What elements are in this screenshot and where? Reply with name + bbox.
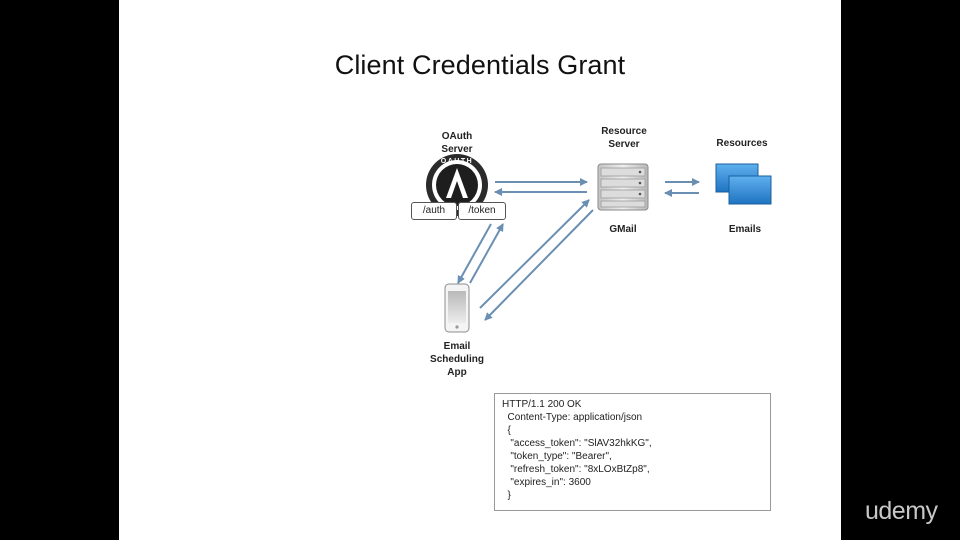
response-line: "refresh_token": "8xLOxBtZp8", xyxy=(502,464,650,475)
response-line: HTTP/1.1 200 OK xyxy=(502,399,582,410)
token-response-box: HTTP/1.1 200 OK Content-Type: applicatio… xyxy=(494,393,771,511)
oauth-server-label: OAuth Server xyxy=(441,131,473,155)
oauth-logo-icon: OAUTH xyxy=(426,154,488,216)
response-line: "access_token": "SlAV32hkKG", xyxy=(502,438,652,449)
auth-endpoint: /auth xyxy=(411,202,457,220)
arrow-resource-to-app xyxy=(484,209,594,321)
documents-icon xyxy=(715,163,772,205)
arrow-app-to-oauth xyxy=(469,223,504,284)
response-line: { xyxy=(502,425,511,436)
client-app-label: Email Scheduling App xyxy=(430,341,484,378)
server-rack-icon xyxy=(597,163,649,211)
watermark-logo: udemy xyxy=(865,497,938,525)
token-endpoint: /token xyxy=(458,202,506,220)
response-line: } xyxy=(502,490,511,501)
flow-arrows xyxy=(457,178,700,321)
resources-label: Resources xyxy=(716,138,768,149)
response-line: "expires_in": 3600 xyxy=(502,477,591,488)
arrow-app-to-resource xyxy=(479,199,590,309)
response-line: Content-Type: application/json xyxy=(502,412,643,423)
slide-title: Client Credentials Grant xyxy=(334,50,626,80)
resource-server-label: Resource Server xyxy=(601,126,647,150)
oauth-emblem-text: OAUTH xyxy=(441,158,473,165)
arrow-oauth-to-app xyxy=(457,223,492,284)
resource-server-caption: GMail xyxy=(609,224,637,235)
resources-caption: Emails xyxy=(728,224,762,235)
response-line: "token_type": "Bearer", xyxy=(502,451,612,462)
phone-icon xyxy=(444,283,470,333)
